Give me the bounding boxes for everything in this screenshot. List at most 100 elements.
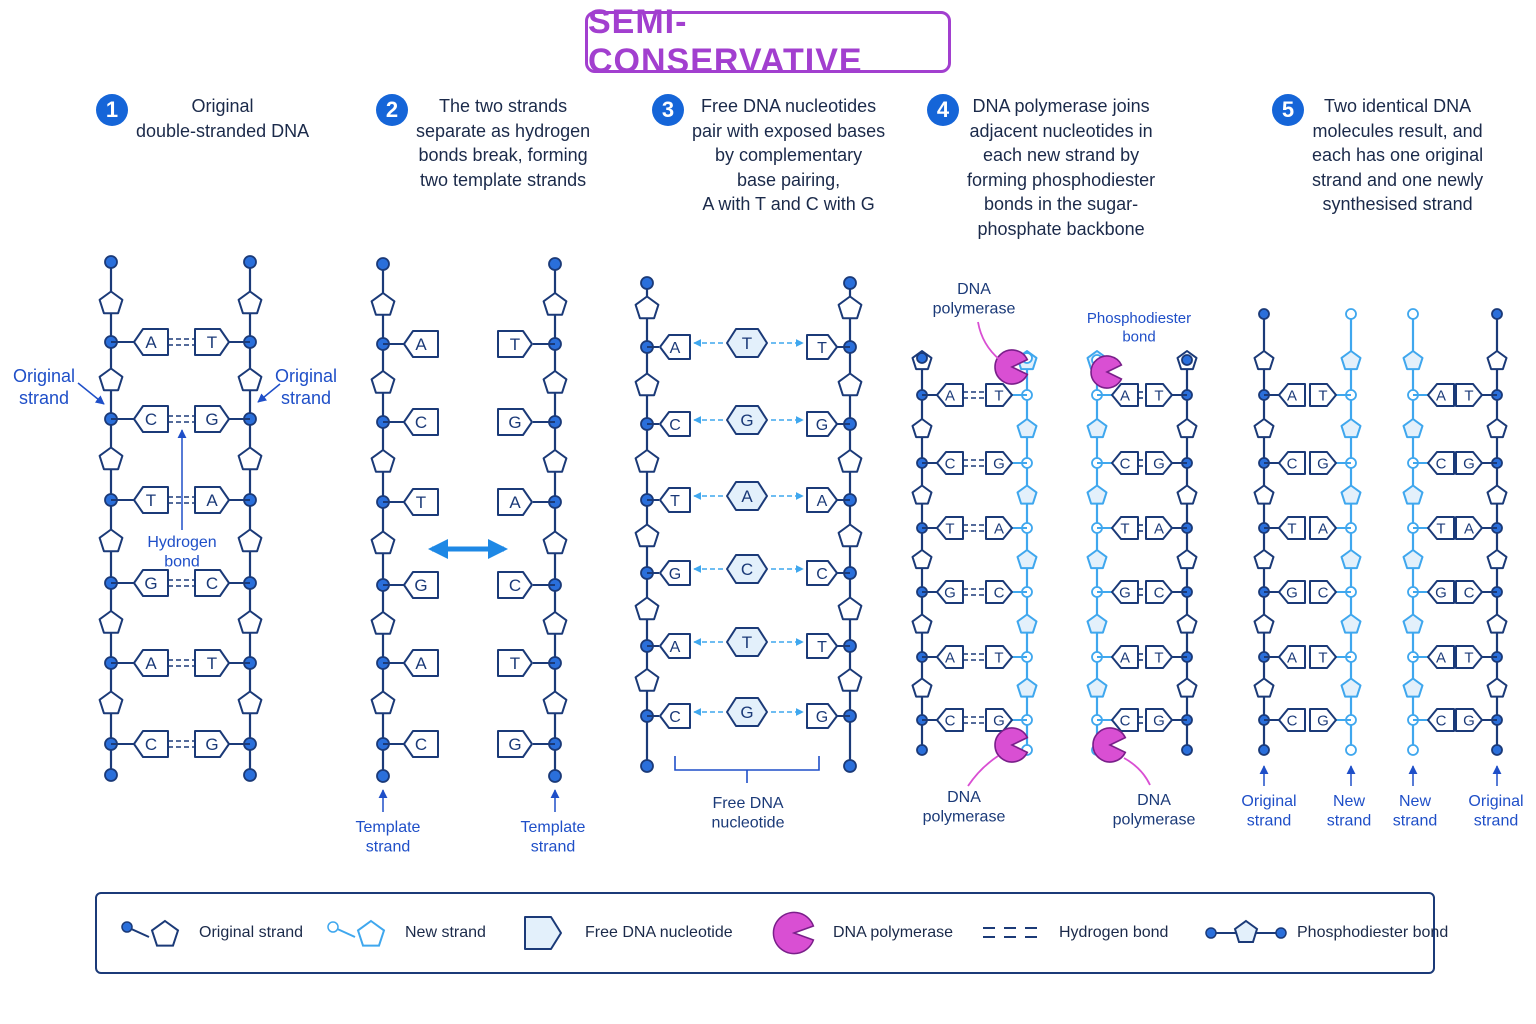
phosphate-node [1181, 354, 1193, 366]
base-letter: A [1464, 520, 1474, 537]
base-C: C [936, 708, 964, 732]
legend: Original strand New strand Free DNA nucl… [95, 892, 1448, 974]
base-shape [194, 569, 230, 597]
base-letter: C [741, 560, 753, 579]
sugar-pentagon [1402, 350, 1424, 371]
base-G: G [1455, 708, 1483, 732]
base-shape [806, 703, 838, 729]
base-A: A [1455, 516, 1483, 540]
base-shape [806, 487, 838, 513]
phosphate-node [843, 759, 857, 773]
sugar-pentagon [370, 370, 396, 394]
dna-polymerase-icon [994, 727, 1029, 763]
sugar-pentagon [1402, 677, 1424, 698]
base-letter: A [670, 639, 681, 656]
base-letter: C [1287, 455, 1298, 472]
sugar-pentagon [1486, 484, 1508, 505]
base-letter: C [415, 735, 427, 754]
dna-polymerase-icon [994, 349, 1029, 385]
base-T: T [194, 328, 230, 356]
base-shape [659, 560, 691, 586]
base-A: A [1111, 645, 1139, 669]
base-shape [1427, 580, 1455, 604]
base-shape [726, 697, 768, 727]
phosphate-node [243, 255, 257, 269]
base-shape [936, 516, 964, 540]
base-T: T [403, 488, 439, 516]
base-letter: G [816, 417, 828, 434]
base-G: G [985, 451, 1013, 475]
base-letter: T [1120, 520, 1129, 537]
sugar-pentagon [542, 530, 568, 555]
base-T: T [1145, 645, 1173, 669]
base-G: G [806, 703, 838, 729]
sugar-pentagon [1086, 484, 1108, 505]
base-A: A [1427, 383, 1455, 407]
base-A: A [806, 487, 838, 513]
base-letter: G [508, 735, 521, 754]
base-shape [194, 328, 230, 356]
base-shape [1278, 383, 1306, 407]
base-letter: C [1318, 584, 1329, 601]
base-shape [659, 334, 691, 360]
sugar-pentagon [1086, 613, 1108, 634]
base-letter: A [1120, 649, 1130, 666]
base-C: C [133, 405, 169, 433]
sugar-pentagon [1086, 418, 1108, 439]
base-shape [985, 451, 1013, 475]
dna-polymerase-icon [1092, 727, 1127, 763]
sugar-pentagon [911, 418, 933, 439]
base-G: G [659, 560, 691, 586]
base-shape [1427, 708, 1455, 732]
phosphate-node [1491, 744, 1503, 756]
base-C: C [726, 554, 768, 584]
step-number-badge: 1 [96, 94, 128, 126]
legend-new-strand: New strand [323, 894, 486, 972]
sugar-pentagon [98, 690, 124, 715]
sugar-pentagon [1176, 418, 1198, 439]
base-letter: A [741, 487, 753, 506]
sugar-pentagon [1402, 484, 1424, 505]
base-shape [726, 328, 768, 358]
base-A: A [403, 649, 439, 677]
base-T: T [1278, 516, 1306, 540]
free-nucleotide-icon [524, 916, 562, 950]
base-shape [194, 730, 230, 758]
base-shape [194, 405, 230, 433]
base-shape [497, 330, 533, 358]
sugar-pentagon [1486, 549, 1508, 570]
base-shape [1145, 451, 1173, 475]
base-shape [1309, 516, 1337, 540]
base-letter: T [670, 493, 680, 510]
base-A: A [1427, 645, 1455, 669]
base-shape [936, 451, 964, 475]
base-letter: T [817, 639, 827, 656]
sugar-pentagon [1253, 549, 1275, 570]
base-A: A [194, 486, 230, 514]
base-shape [497, 649, 533, 677]
polymerase-pointer [1123, 757, 1151, 786]
base-shape [806, 411, 838, 437]
base-letter: T [1287, 520, 1296, 537]
base-shape [936, 383, 964, 407]
base-letter: G [993, 455, 1005, 472]
sugar-pentagon [542, 690, 568, 715]
base-shape [133, 328, 169, 356]
base-A: A [1278, 383, 1306, 407]
base-letter: A [1436, 649, 1446, 666]
sugar-pentagon [237, 690, 263, 715]
base-shape [1309, 580, 1337, 604]
base-shape [659, 487, 691, 513]
base-letter: A [1287, 649, 1297, 666]
base-letter: T [1154, 387, 1163, 404]
base-letter: A [145, 333, 157, 352]
